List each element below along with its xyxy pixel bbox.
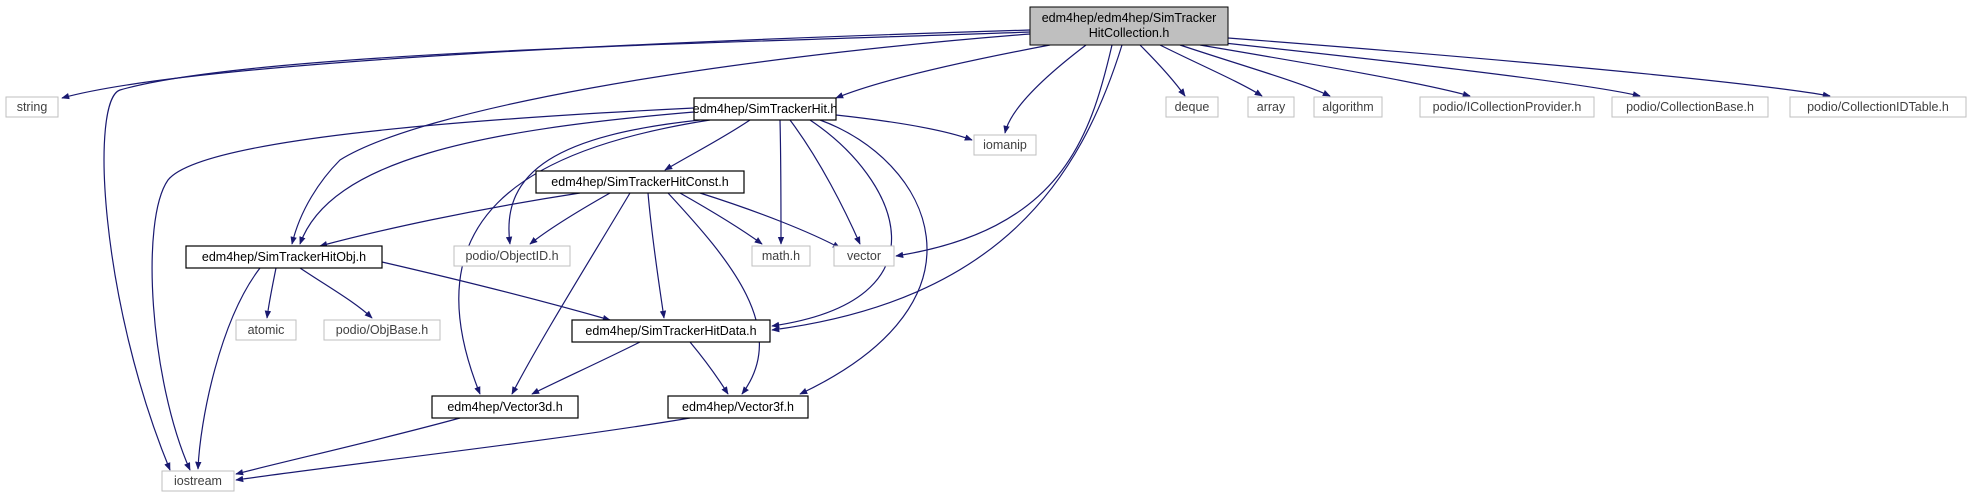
node-root-label-line2: HitCollection.h <box>1089 26 1170 40</box>
edge-vector3f-to-iostream <box>235 417 691 483</box>
edge-simtrackerhit-to-iomanip <box>835 114 973 141</box>
node-objectid-label: podio/ObjectID.h <box>465 249 558 263</box>
node-array-label: array <box>1257 100 1286 114</box>
edge-simtrackerhit-to-objectid <box>505 119 701 245</box>
node-root[interactable]: edm4hep/edm4hep/SimTracker HitCollection… <box>1029 6 1229 46</box>
node-algorithm-label: algorithm <box>1322 100 1373 114</box>
node-objbase[interactable]: podio/ObjBase.h <box>323 319 441 341</box>
edge-simtrackerhitconst-to-simtrackerhitobj <box>319 192 581 248</box>
edge-simtrackerhit-to-simtrackerhitdata <box>771 119 893 329</box>
edge-root-to-algorithm <box>1179 44 1331 97</box>
edge-simtrackerhitdata-to-vector3f <box>689 341 729 395</box>
node-math-label: math.h <box>762 249 800 263</box>
node-simtrackerhitdata-label: edm4hep/SimTrackerHitData.h <box>585 324 756 338</box>
node-objectid[interactable]: podio/ObjectID.h <box>453 245 571 267</box>
node-simtrackerhit[interactable]: edm4hep/SimTrackerHit.h <box>693 97 838 121</box>
node-simtrackerhitconst-label: edm4hep/SimTrackerHitConst.h <box>551 175 728 189</box>
node-simtrackerhitobj[interactable]: edm4hep/SimTrackerHitObj.h <box>185 245 383 269</box>
node-objbase-label: podio/ObjBase.h <box>336 323 428 337</box>
edge-simtrackerhitobj-to-iostream <box>195 267 261 470</box>
node-atomic-label: atomic <box>248 323 285 337</box>
node-icollectionprovider-label: podio/ICollectionProvider.h <box>1433 100 1582 114</box>
edge-simtrackerhit-to-vector3d <box>458 119 711 395</box>
node-simtrackerhitconst[interactable]: edm4hep/SimTrackerHitConst.h <box>535 170 745 194</box>
edge-simtrackerhit-to-simtrackerhitconst <box>664 119 751 171</box>
edge-root-to-collectionidtable <box>1227 37 1831 98</box>
edge-root-to-deque <box>1139 44 1186 97</box>
node-string[interactable]: string <box>5 96 59 118</box>
node-vector3f[interactable]: edm4hep/Vector3f.h <box>667 395 809 419</box>
edge-simtrackerhitobj-to-objbase <box>299 267 373 319</box>
node-collectionidtable[interactable]: podio/CollectionIDTable.h <box>1789 96 1967 118</box>
edge-simtrackerhitobj-to-simtrackerhitdata <box>381 261 611 322</box>
edge-root-to-vector <box>895 44 1113 259</box>
edge-root-to-string <box>61 29 1031 100</box>
edge-simtrackerhitconst-to-vector3f <box>667 192 760 395</box>
edge-root-to-iomanip <box>1003 44 1087 134</box>
node-iomanip-label: iomanip <box>983 138 1027 152</box>
edge-simtrackerhitconst-to-vector3d <box>511 192 631 395</box>
edge-simtrackerhitconst-to-objectid <box>529 192 611 245</box>
node-deque[interactable]: deque <box>1165 96 1219 118</box>
node-deque-label: deque <box>1175 100 1210 114</box>
edge-root-to-simtrackerhitobj <box>290 33 1031 245</box>
node-collectionbase[interactable]: podio/CollectionBase.h <box>1611 96 1769 118</box>
node-simtrackerhit-label: edm4hep/SimTrackerHit.h <box>693 102 838 116</box>
edge-simtrackerhit-to-iostream <box>151 107 695 471</box>
node-root-label-line1: edm4hep/edm4hep/SimTracker <box>1042 11 1217 25</box>
edge-simtrackerhit-to-math <box>777 119 785 245</box>
edge-root-to-simtrackerhitdata <box>771 44 1123 333</box>
edge-vector3d-to-iostream <box>235 417 461 476</box>
node-array[interactable]: array <box>1247 96 1295 118</box>
node-collectionbase-label: podio/CollectionBase.h <box>1626 100 1754 114</box>
edge-simtrackerhitconst-to-simtrackerhitdata <box>647 192 667 319</box>
edge-simtrackerhitconst-to-vector <box>699 192 841 249</box>
edge-root-to-array <box>1159 44 1263 97</box>
node-atomic[interactable]: atomic <box>235 319 297 341</box>
node-iomanip[interactable]: iomanip <box>973 134 1037 156</box>
node-vector[interactable]: vector <box>833 245 895 267</box>
edge-root-to-iostream <box>103 31 1031 471</box>
node-math[interactable]: math.h <box>751 245 811 267</box>
node-collectionidtable-label: podio/CollectionIDTable.h <box>1807 100 1949 114</box>
edge-simtrackerhit-to-simtrackerhitobj <box>299 111 695 245</box>
node-algorithm[interactable]: algorithm <box>1313 96 1383 118</box>
node-string-label: string <box>17 100 48 114</box>
edge-simtrackerhit-to-vector3f <box>799 119 928 395</box>
node-iostream[interactable]: iostream <box>161 470 235 492</box>
edge-simtrackerhit-to-vector <box>789 119 861 245</box>
edge-root-to-collectionbase <box>1214 41 1641 98</box>
node-vector3f-label: edm4hep/Vector3f.h <box>682 400 794 414</box>
node-vector3d-label: edm4hep/Vector3d.h <box>447 400 562 414</box>
edge-simtrackerhitconst-to-math <box>679 192 763 245</box>
edge-root-to-icollectionprovider <box>1199 44 1471 98</box>
node-vector3d[interactable]: edm4hep/Vector3d.h <box>431 395 579 419</box>
edge-root-to-simtrackerhit <box>835 44 1051 99</box>
edge-simtrackerhitdata-to-vector3d <box>531 341 641 395</box>
dependency-edges <box>61 29 1831 483</box>
edge-simtrackerhitobj-to-atomic <box>264 267 277 319</box>
node-simtrackerhitdata[interactable]: edm4hep/SimTrackerHitData.h <box>571 319 771 343</box>
node-vector-label: vector <box>847 249 881 263</box>
node-icollectionprovider[interactable]: podio/ICollectionProvider.h <box>1419 96 1595 118</box>
node-simtrackerhitobj-label: edm4hep/SimTrackerHitObj.h <box>202 250 366 264</box>
node-iostream-label: iostream <box>174 474 222 488</box>
